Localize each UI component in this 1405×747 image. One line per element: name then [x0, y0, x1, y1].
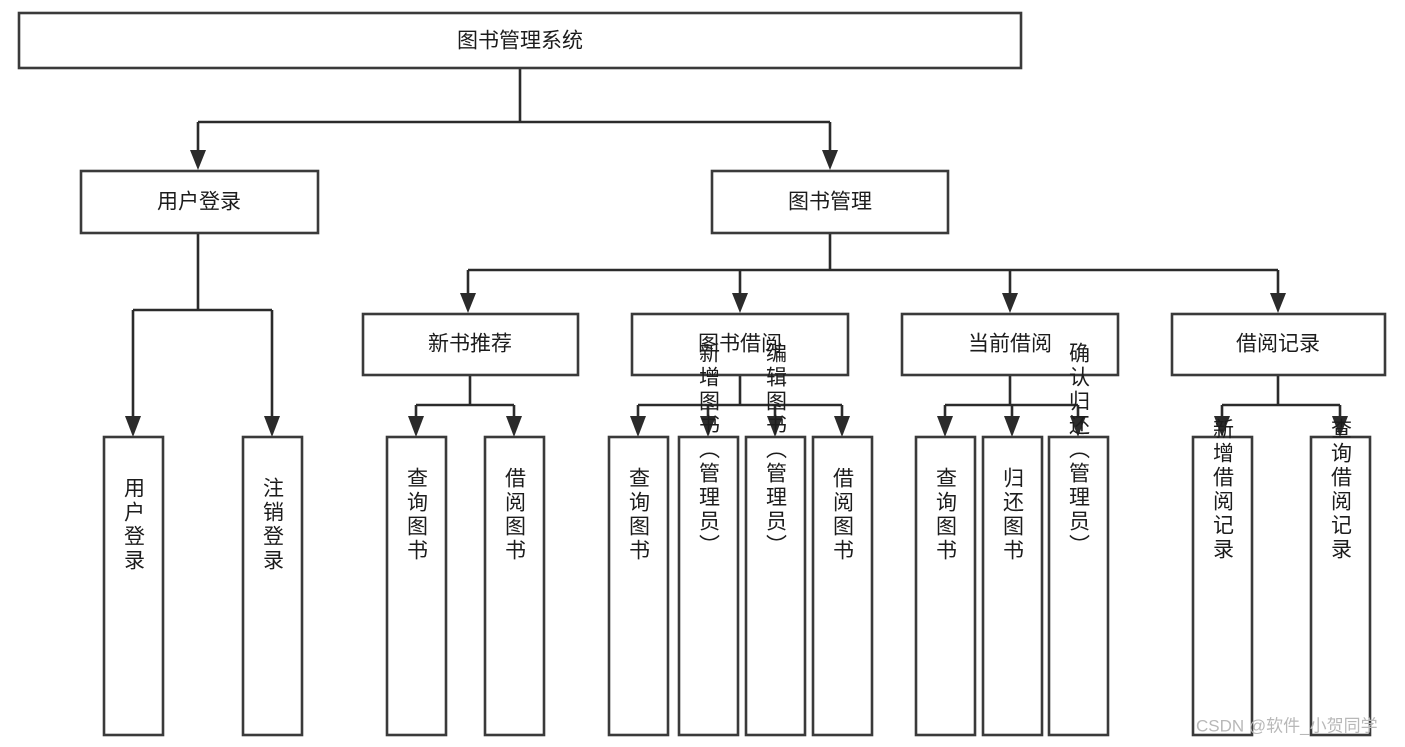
leaf-node[interactable]: 用户登录: [102, 435, 165, 737]
leaf-node[interactable]: 编辑图书（管理员）: [744, 342, 807, 737]
leaf-currentborrow-confirm-label: 确认归还（管理员）: [1067, 342, 1091, 558]
leaf-bookborrow-add-label: 新增图书（管理员）: [697, 342, 721, 558]
arrowhead-currentborrow: [1002, 293, 1018, 313]
leaf-bookborrow-add-box[interactable]: [677, 435, 740, 737]
leaf-currentborrow-query-box[interactable]: [914, 435, 977, 737]
leaf-bookborrow-edit-box[interactable]: [744, 435, 807, 737]
node-current-borrow-box[interactable]: [900, 312, 1120, 377]
arrowhead-bookborrow: [732, 293, 748, 313]
node-root[interactable]: 图书管理系统: [17, 11, 1023, 70]
node-new-book-recommend[interactable]: 新书推荐: [361, 312, 580, 377]
node-new-book-recommend-label: 新书推荐: [428, 333, 512, 356]
leaf-borrowrecord-query-box[interactable]: [1309, 435, 1372, 737]
leaf-currentborrow-return-label: 归还图书: [1001, 467, 1025, 563]
leaf-node[interactable]: 查询图书: [607, 435, 670, 737]
leaf-node[interactable]: 借阅图书: [483, 435, 546, 737]
leaf-currentborrow-confirm-box[interactable]: [1047, 435, 1110, 737]
arrowhead-book-manage: [822, 150, 838, 170]
node-book-borrow[interactable]: 图书借阅: [630, 312, 850, 377]
node-book-manage-box[interactable]: [710, 169, 950, 235]
arrowhead-newbook-leaf2: [506, 416, 522, 437]
leaf-borrowrecord-add-label: 新增借阅记录: [1211, 418, 1235, 562]
leaf-bookborrow-borrow-box[interactable]: [811, 435, 874, 737]
arrowhead-bookborrow-leaf4: [834, 416, 850, 437]
node-user-login-box[interactable]: [79, 169, 320, 235]
leaf-user-login-box[interactable]: [102, 435, 165, 737]
node-borrow-record[interactable]: 借阅记录: [1170, 312, 1387, 377]
leaf-newbook-borrow-box[interactable]: [483, 435, 546, 737]
node-new-book-recommend-box[interactable]: [361, 312, 580, 377]
leaf-newbook-query-label: 查询图书: [405, 467, 429, 563]
node-book-borrow-box[interactable]: [630, 312, 850, 377]
arrowhead-newbook: [460, 293, 476, 313]
leaf-newbook-borrow-label: 借阅图书: [503, 467, 527, 563]
leaf-currentborrow-query-label: 查询图书: [934, 467, 958, 563]
leaf-node[interactable]: 新增图书（管理员）: [677, 342, 740, 737]
leaf-node[interactable]: 注销登录: [241, 435, 304, 737]
arrowhead-leaf-user-login: [125, 416, 141, 437]
node-current-borrow-label: 当前借阅: [968, 333, 1052, 356]
node-borrow-record-label: 借阅记录: [1236, 333, 1320, 356]
leaf-user-login-label: 用户登录: [122, 477, 146, 573]
leaf-node[interactable]: 新增借阅记录: [1191, 418, 1254, 737]
node-current-borrow[interactable]: 当前借阅: [900, 312, 1120, 377]
leaf-node[interactable]: 查询图书: [914, 435, 977, 737]
arrowhead-currentborrow-leaf1: [937, 416, 953, 437]
leaf-logout-box[interactable]: [241, 435, 304, 737]
arrowhead-borrowrecord-leaf2: [1332, 416, 1348, 437]
leaf-currentborrow-return-box[interactable]: [981, 435, 1044, 737]
arrowhead-currentborrow-leaf3: [1070, 416, 1086, 437]
leaf-bookborrow-query-box[interactable]: [607, 435, 670, 737]
arrowhead-currentborrow-leaf2: [1004, 416, 1020, 437]
leaf-node[interactable]: 查询图书: [385, 435, 448, 737]
arrowhead-bookborrow-leaf3: [767, 416, 783, 437]
node-user-login-label: 用户登录: [157, 191, 241, 214]
arrowhead-newbook-leaf1: [408, 416, 424, 437]
leaf-newbook-query-box[interactable]: [385, 435, 448, 737]
arrowhead-bookborrow-leaf1: [630, 416, 646, 437]
leaf-bookborrow-query-label: 查询图书: [627, 467, 651, 563]
leaf-node[interactable]: 借阅图书: [811, 435, 874, 737]
arrowhead-leaf-logout: [264, 416, 280, 437]
watermark-label: CSDN @软件_小贺同学: [1196, 716, 1378, 735]
node-root-box[interactable]: [17, 11, 1023, 70]
leaf-node[interactable]: 确认归还（管理员）: [1047, 342, 1110, 737]
connector-layer: [125, 68, 1348, 437]
leaf-logout-label: 注销登录: [261, 477, 285, 573]
arrowhead-borrowrecord-leaf1: [1214, 416, 1230, 437]
arrowhead-borrowrecord: [1270, 293, 1286, 313]
node-borrow-record-box[interactable]: [1170, 312, 1387, 377]
leaf-node[interactable]: 归还图书: [981, 435, 1044, 737]
node-book-manage-label: 图书管理: [788, 191, 872, 214]
node-user-login[interactable]: 用户登录: [79, 169, 320, 235]
leaf-node[interactable]: 查询借阅记录: [1309, 418, 1372, 737]
node-root-label: 图书管理系统: [457, 30, 583, 53]
node-book-manage[interactable]: 图书管理: [710, 169, 950, 235]
leaf-borrowrecord-query-label: 查询借阅记录: [1329, 418, 1353, 562]
leaf-bookborrow-edit-label: 编辑图书（管理员）: [764, 342, 788, 558]
arrowhead-user-login: [190, 150, 206, 170]
leaf-borrowrecord-add-box[interactable]: [1191, 435, 1254, 737]
arrowhead-bookborrow-leaf2: [700, 416, 716, 437]
node-book-borrow-label: 图书借阅: [698, 333, 782, 356]
leaf-bookborrow-borrow-label: 借阅图书: [831, 467, 855, 563]
